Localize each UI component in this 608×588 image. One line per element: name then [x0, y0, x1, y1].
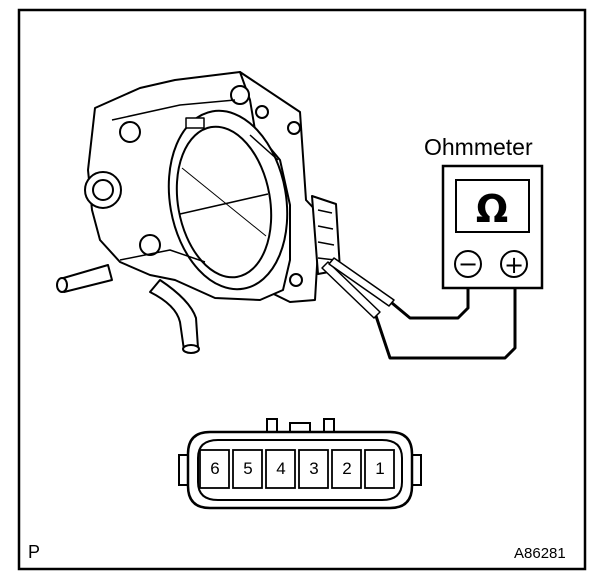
connector-pin-label: 3 [309, 459, 319, 478]
connector-pin-label: 5 [243, 459, 253, 478]
connector-pin-label: 6 [210, 459, 220, 478]
throttle-body-illustration [56, 71, 395, 354]
test-leads [374, 275, 517, 360]
plus-symbol: + [504, 251, 524, 279]
ohm-symbol: Ω [476, 187, 508, 231]
connector-pin-label: 2 [342, 459, 352, 478]
minus-symbol: − [458, 250, 478, 278]
connector-pin-label: 4 [276, 459, 286, 478]
negative-terminal-icon [454, 250, 482, 278]
figure-code: A86281 [514, 545, 566, 562]
pin-cavities [199, 449, 395, 489]
connector-front-view [178, 418, 422, 510]
ohmmeter-label: Ohmmeter [424, 134, 533, 160]
positive-terminal-icon [500, 250, 528, 278]
connector-pin-label: 1 [375, 459, 385, 478]
corner-mark: P [28, 542, 41, 562]
ohmmeter-display [455, 179, 530, 233]
figure-border [17, 8, 587, 571]
ohmmeter: Ω − + [441, 164, 544, 290]
